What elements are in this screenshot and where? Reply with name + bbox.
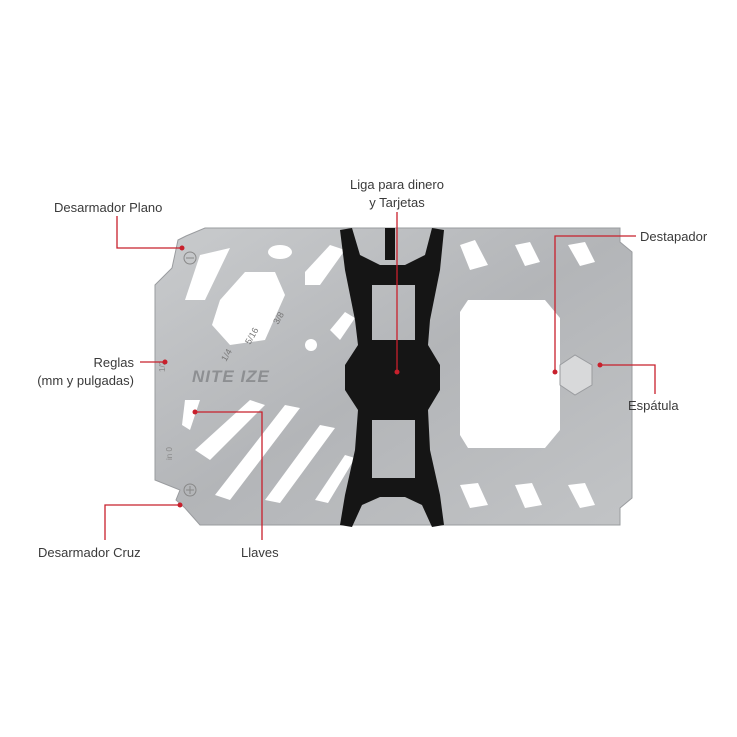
label-rulers-line2: (mm y pulgadas)	[37, 373, 134, 388]
brand-logo: NITE IZE	[192, 367, 270, 386]
label-phillips-screwdriver: Desarmador Cruz	[38, 545, 141, 560]
label-bottle-opener: Destapador	[640, 229, 708, 244]
label-spatula: Espátula	[628, 398, 679, 413]
flat-screwdriver-icon	[183, 251, 197, 265]
label-flat-screwdriver: Desarmador Plano	[54, 200, 163, 215]
ruler-mark-zero: in 0	[165, 447, 174, 460]
phillips-screwdriver-icon	[183, 483, 197, 497]
ruler-mark-half: 1/2	[158, 360, 167, 372]
label-band-line2: y Tarjetas	[369, 195, 425, 210]
label-wrenches: Llaves	[241, 545, 279, 560]
label-band-line1: Liga para dinero	[350, 177, 444, 192]
money-band	[340, 228, 444, 527]
label-rulers-line1: Reglas	[93, 355, 134, 370]
leader-lines	[104, 212, 656, 540]
